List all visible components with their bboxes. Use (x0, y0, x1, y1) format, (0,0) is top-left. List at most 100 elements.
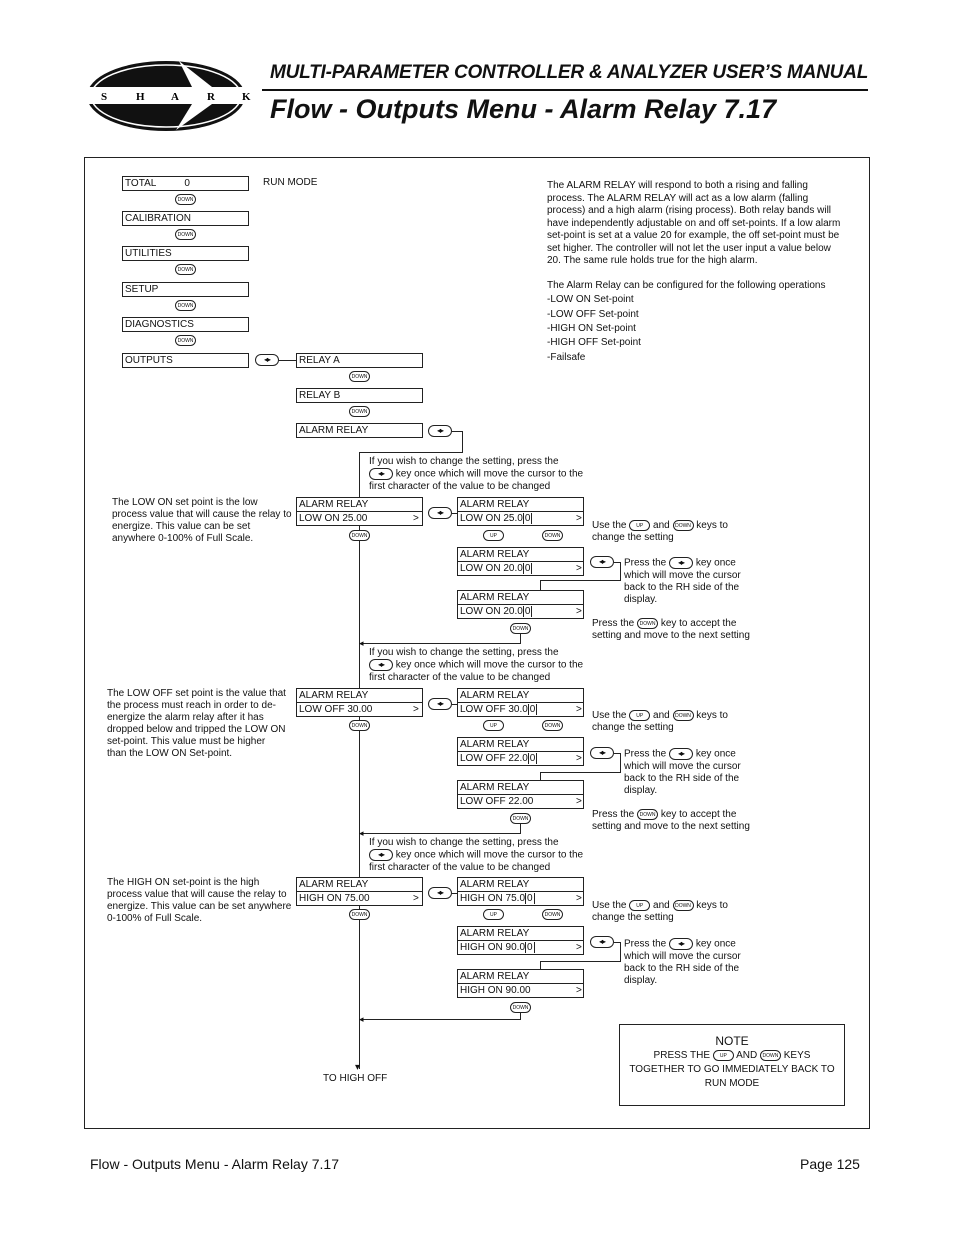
down-key[interactable]: DOWN (349, 530, 370, 541)
arrow-left-icon: ◂ (359, 1014, 364, 1024)
alarm-relay-title: ALARM RELAY (457, 926, 584, 941)
page-number: Page 125 (800, 1156, 860, 1172)
description-text: The ALARM RELAY will respond to both a r… (547, 180, 841, 266)
up-key[interactable]: UP (483, 720, 504, 731)
left-right-key-icon: ◂▸ (369, 849, 393, 861)
change-hint: If you wish to change the setting, press… (369, 456, 584, 492)
menu-outputs: OUTPUTS (122, 353, 249, 368)
diagram-frame (84, 157, 870, 1129)
use-keys-hint: Use the UP and DOWN keys to change the s… (592, 710, 728, 734)
relay-b: RELAY B (296, 388, 423, 403)
alarm-relay-title: ALARM RELAY (457, 780, 584, 795)
down-key[interactable]: DOWN (510, 1002, 531, 1013)
menu-utilities: UTILITIES (122, 246, 249, 261)
change-hint: If you wish to change the setting, press… (369, 647, 584, 683)
low-on-description: The LOW ON set point is the low process … (112, 497, 292, 544)
down-key[interactable]: DOWN (175, 229, 196, 240)
note-title: NOTE (715, 1034, 749, 1048)
accept-hint: Press the DOWN key to accept the setting… (592, 809, 750, 833)
left-right-key-icon[interactable]: ◂▸ (428, 698, 452, 710)
alarm-relay-title: ALARM RELAY (457, 737, 584, 752)
down-key[interactable]: DOWN (542, 530, 563, 541)
alarm-relay-title: ALARM RELAY (296, 497, 423, 512)
change-hint: If you wish to change the setting, press… (369, 837, 584, 873)
left-right-key-icon[interactable]: ◂▸ (428, 425, 452, 437)
alarm-relay-title: ALARM RELAY (457, 688, 584, 703)
logo-letter-a: A (171, 91, 179, 103)
left-right-key-icon[interactable]: ◂▸ (255, 354, 279, 366)
relay-a: RELAY A (296, 353, 423, 368)
down-key[interactable]: DOWN (175, 335, 196, 346)
left-right-key-icon[interactable]: ◂▸ (590, 747, 614, 759)
alarm-relay-title: ALARM RELAY (457, 547, 584, 562)
arrow-left-icon: ◂ (359, 828, 364, 838)
down-key[interactable]: DOWN (175, 194, 196, 205)
logo-letter-k: K (242, 91, 251, 103)
down-key[interactable]: DOWN (542, 909, 563, 920)
low-off-display: LOW OFF 30.00> (296, 702, 423, 717)
down-key[interactable]: DOWN (542, 720, 563, 731)
down-key[interactable]: DOWN (510, 623, 531, 634)
alarm-relay-title: ALARM RELAY (296, 877, 423, 892)
high-on-description: The HIGH ON set-point is the high proces… (107, 877, 292, 924)
config-intro: The Alarm Relay can be configured for th… (547, 280, 826, 291)
down-key[interactable]: DOWN (349, 720, 370, 731)
manual-title: MULTI-PARAMETER CONTROLLER & ANALYZER US… (270, 62, 869, 83)
menu-diagnostics: DIAGNOSTICS (122, 317, 249, 332)
down-key[interactable]: DOWN (175, 264, 196, 275)
down-key[interactable]: DOWN (510, 813, 531, 824)
logo-letter-s: S (101, 91, 109, 103)
left-right-key-icon: ◂▸ (369, 468, 393, 480)
alarm-relay-title: ALARM RELAY (457, 877, 584, 892)
config-item: -HIGH ON Set-point (547, 323, 636, 334)
down-key[interactable]: DOWN (175, 300, 196, 311)
press-once-hint: Press the ◂▸ key once which will move th… (624, 938, 741, 986)
left-right-key-icon[interactable]: ◂▸ (428, 507, 452, 519)
down-key[interactable]: DOWN (349, 371, 370, 382)
config-item: -Failsafe (547, 352, 586, 363)
alarm-relay-menu: ALARM RELAY (296, 423, 423, 438)
note-line: PRESS THE UP AND DOWN KEYS (653, 1049, 811, 1061)
left-right-key-icon: ◂▸ (369, 659, 393, 671)
left-right-key-icon[interactable]: ◂▸ (428, 887, 452, 899)
up-key: UP (712, 1049, 734, 1061)
menu-calibration: CALIBRATION (122, 211, 249, 226)
logo-letter-r: R (207, 91, 216, 103)
note-rest: TOGETHER TO GO IMMEDIATELY BACK TO RUN M… (629, 1064, 835, 1089)
press-once-hint: Press the ◂▸ key once which will move th… (624, 557, 741, 605)
note-box: NOTE PRESS THE UP AND DOWN KEYS TOGETHER… (619, 1024, 845, 1106)
logo-letter-h: H (136, 91, 145, 103)
alarm-relay-title: ALARM RELAY (457, 590, 584, 605)
low-off-final-display: LOW OFF 22.00> (457, 794, 584, 809)
alarm-relay-title: ALARM RELAY (296, 688, 423, 703)
high-on-final-display: HIGH ON 90.00> (457, 983, 584, 998)
config-item: -LOW ON Set-point (547, 294, 634, 305)
page-title: Flow - Outputs Menu - Alarm Relay 7.17 (270, 94, 777, 124)
run-mode-label: RUN MODE (263, 177, 318, 188)
header-rule (262, 89, 868, 91)
footer-title: Flow - Outputs Menu - Alarm Relay 7.17 (90, 1156, 339, 1172)
up-key[interactable]: UP (483, 530, 504, 541)
config-item: -LOW OFF Set-point (547, 309, 639, 320)
menu-setup: SETUP (122, 282, 249, 297)
accept-hint: Press the DOWN key to accept the setting… (592, 618, 750, 642)
up-key[interactable]: UP (483, 909, 504, 920)
low-off-description: The LOW OFF set point is the value that … (107, 688, 286, 759)
use-keys-hint: Use the UP and DOWN keys to change the s… (592, 520, 728, 544)
down-key[interactable]: DOWN (349, 909, 370, 920)
left-right-key-icon[interactable]: ◂▸ (590, 556, 614, 568)
use-keys-hint: Use the UP and DOWN keys to change the s… (592, 900, 728, 924)
press-once-hint: Press the ◂▸ key once which will move th… (624, 748, 741, 796)
high-on-display: HIGH ON 75.00> (296, 891, 423, 906)
down-key[interactable]: DOWN (349, 406, 370, 417)
config-item: -HIGH OFF Set-point (547, 337, 641, 348)
left-right-key-icon[interactable]: ◂▸ (590, 936, 614, 948)
shark-logo: S H A R K (84, 58, 264, 134)
